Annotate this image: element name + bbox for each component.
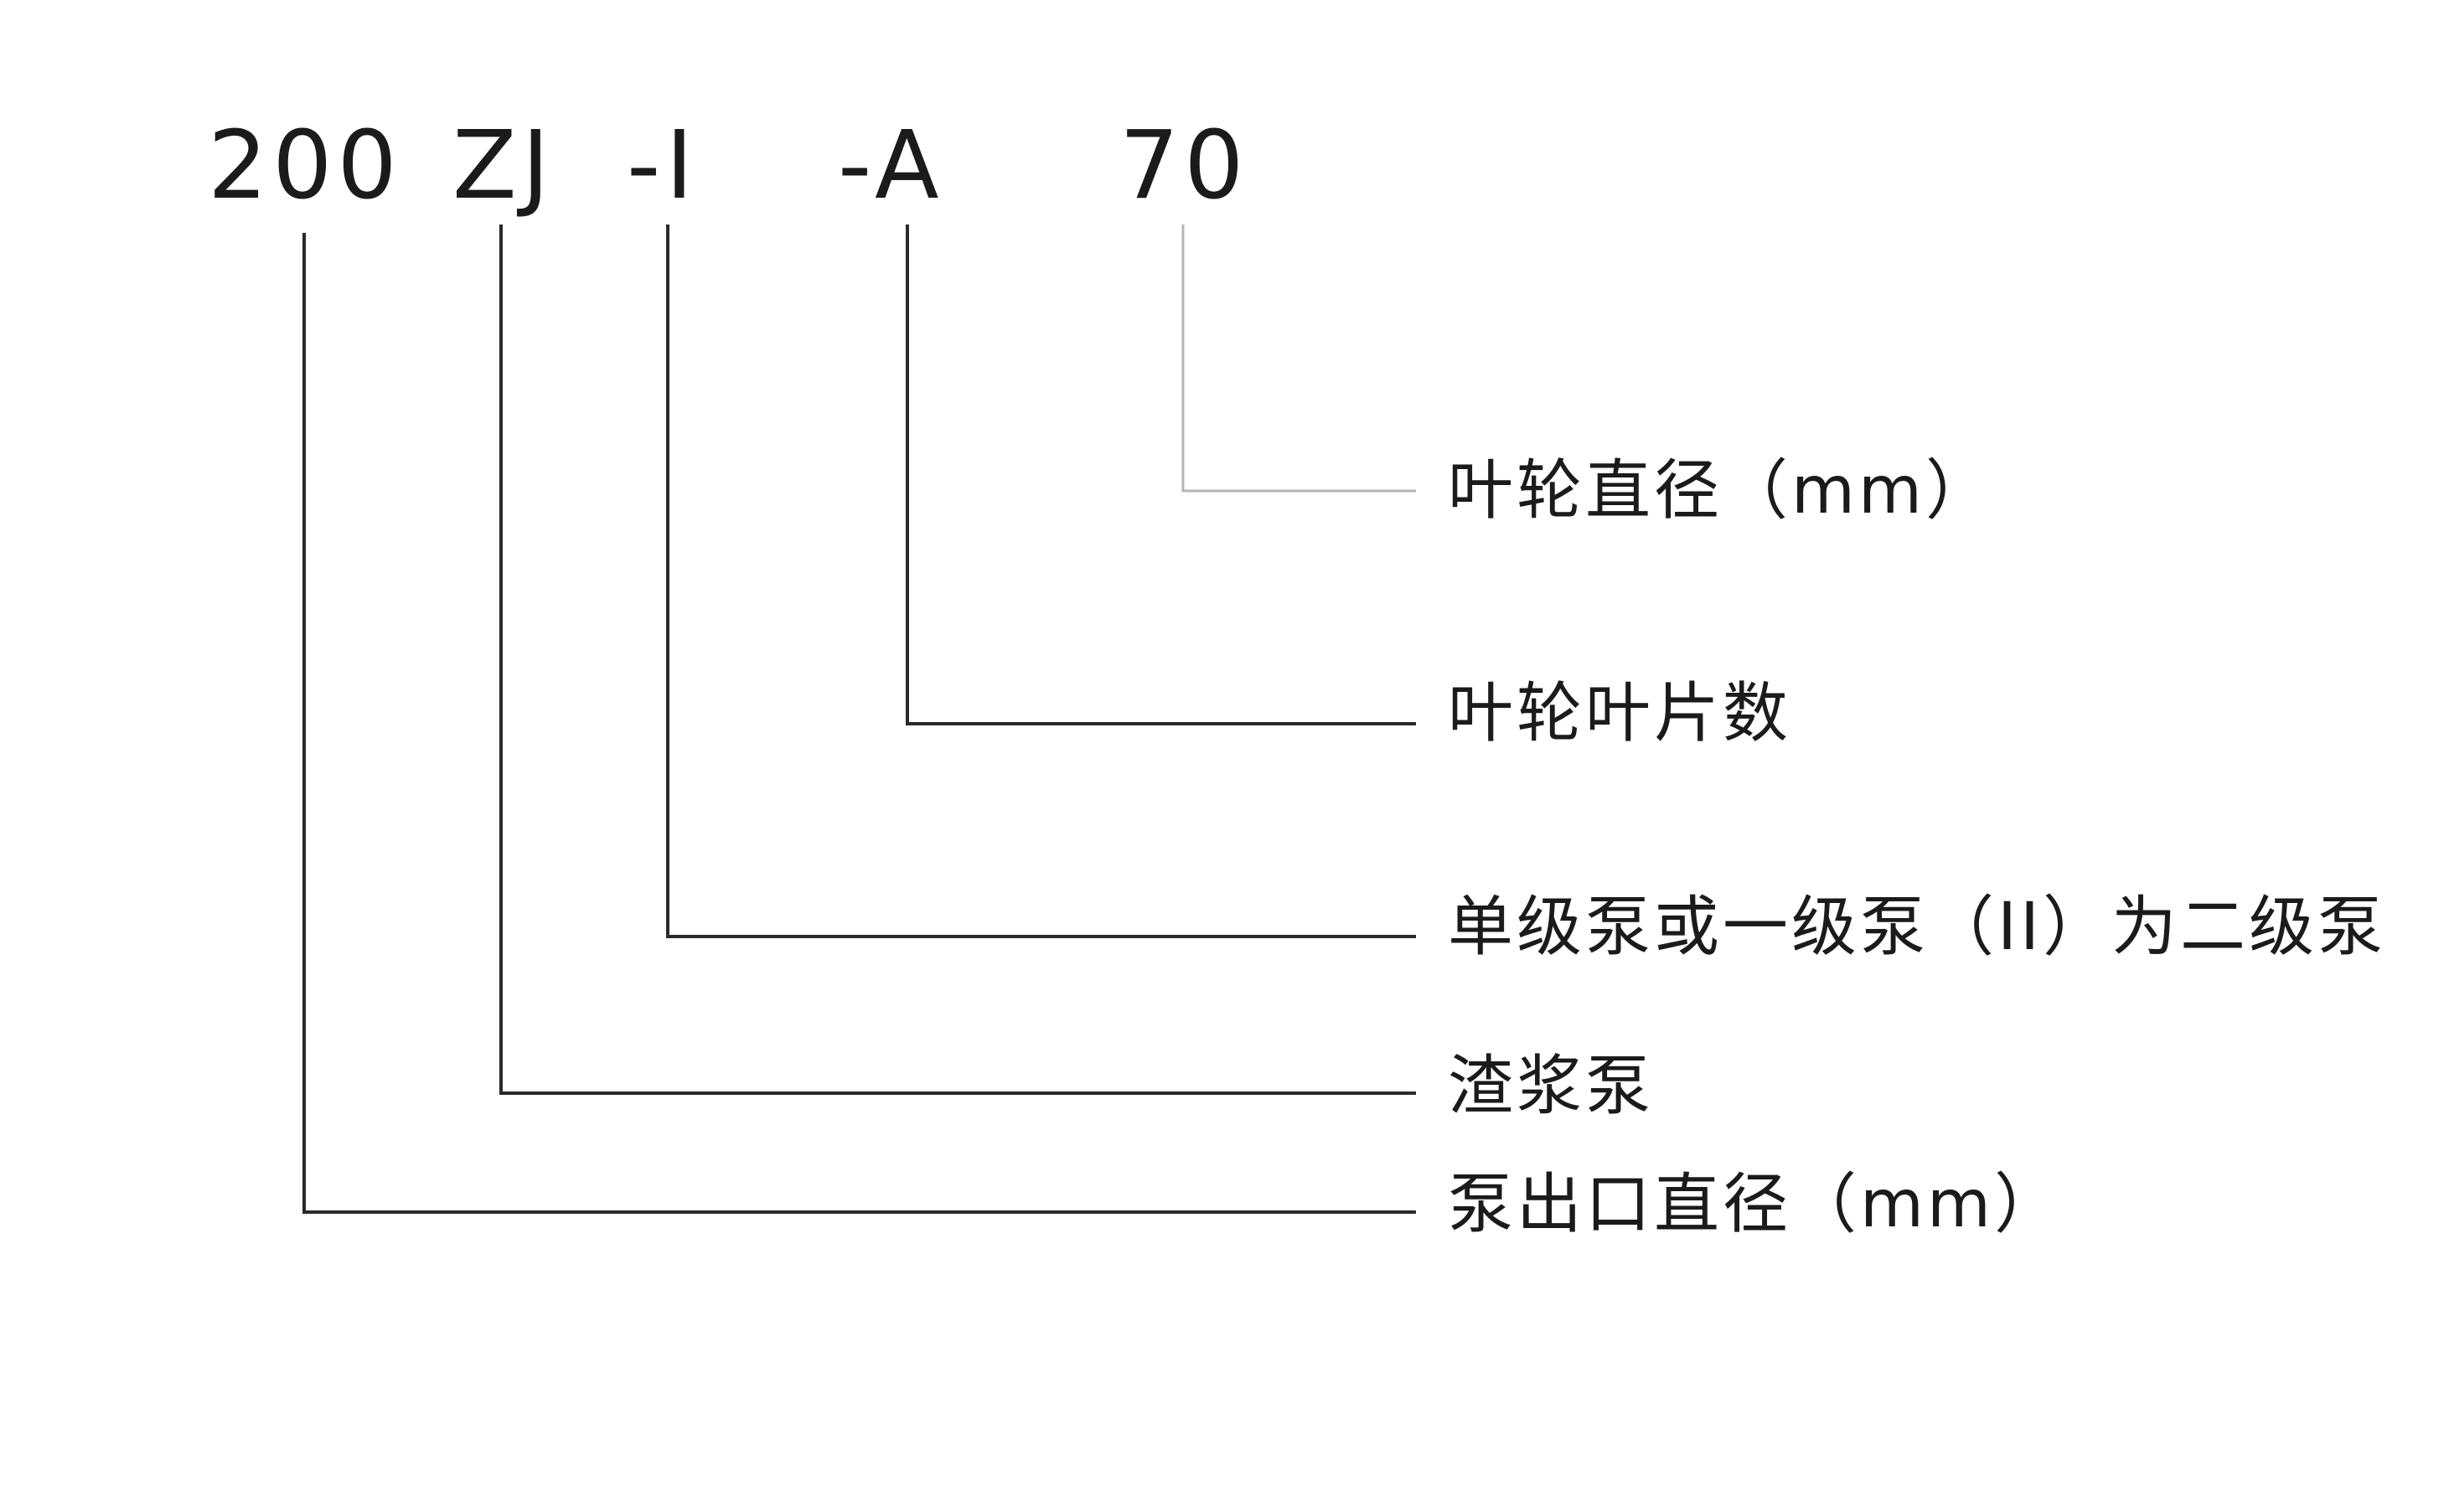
desc-blade-count: 叶轮叶片数 bbox=[1448, 676, 1792, 751]
desc-impeller-diameter: 叶轮直径（mm） bbox=[1448, 453, 1994, 529]
code-diameter: 200 bbox=[208, 111, 402, 220]
leader-impeller-diameter bbox=[1181, 224, 1416, 493]
leader-outlet-diameter bbox=[302, 233, 1416, 1214]
leader-slurry-pump bbox=[499, 224, 1416, 1095]
code-stage: -I bbox=[627, 111, 699, 220]
leader-stage-type bbox=[666, 224, 1416, 938]
desc-outlet-diameter: 泵出口直径（mm） bbox=[1448, 1167, 2063, 1242]
desc-stage-type: 单级泵或一级泵（II）为二级泵 bbox=[1448, 890, 2387, 965]
leader-blade-count bbox=[906, 224, 1416, 725]
code-series: ZJ bbox=[452, 111, 555, 220]
code-impeller: 70 bbox=[1119, 111, 1249, 220]
desc-slurry-pump: 渣浆泵 bbox=[1448, 1049, 1655, 1124]
code-blades: -A bbox=[838, 111, 944, 220]
